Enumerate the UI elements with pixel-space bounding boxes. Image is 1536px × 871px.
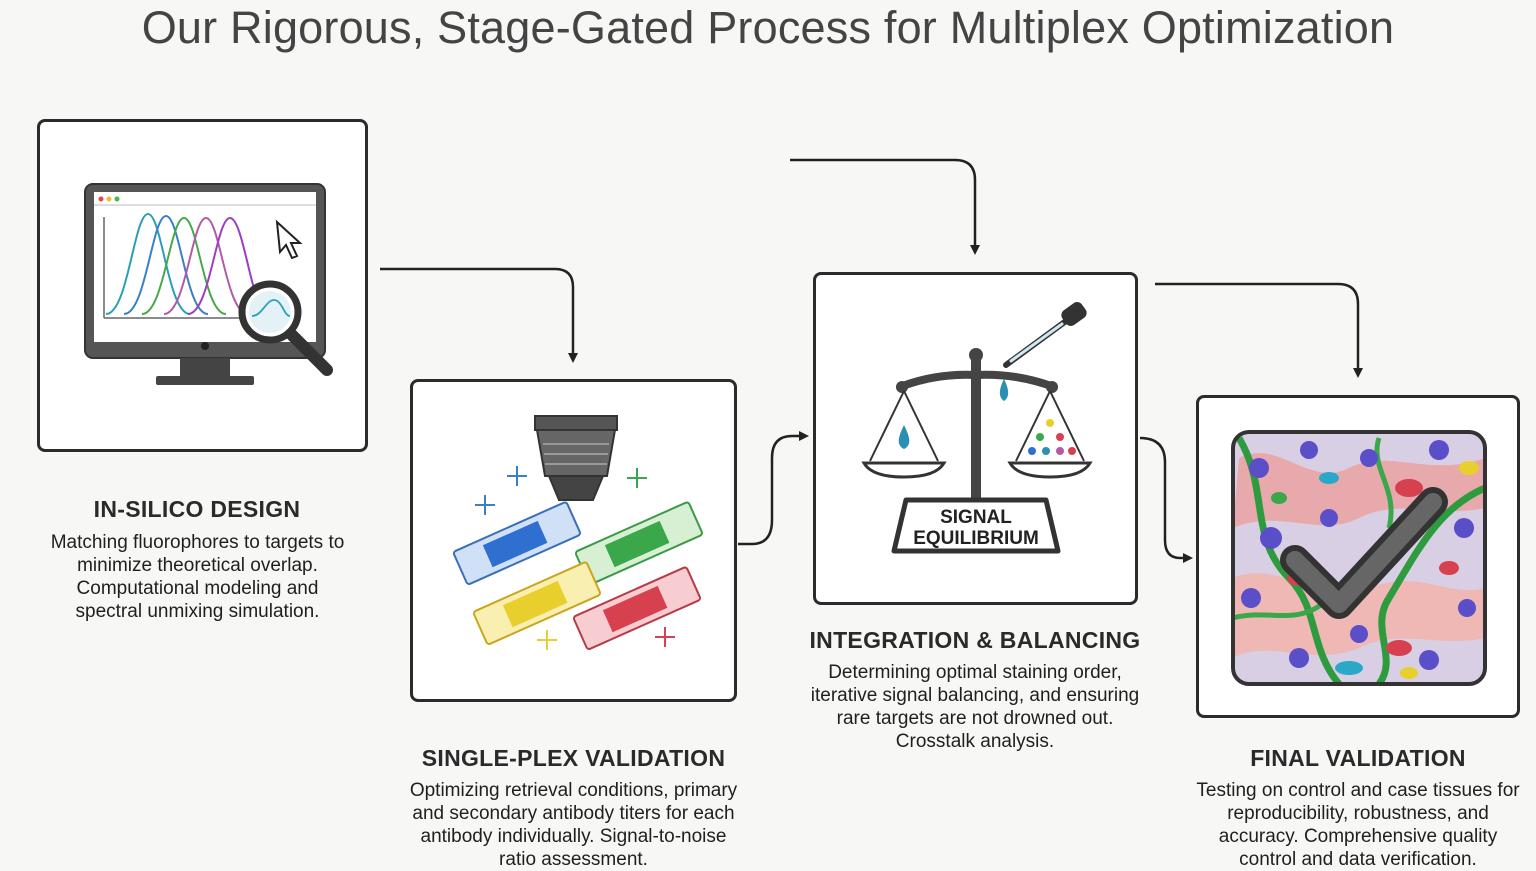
stage-description: Matching fluorophores to targets to mini…	[50, 532, 345, 622]
stage-card-single-plex	[410, 379, 737, 702]
page-title: Our Rigorous, Stage-Gated Process for Mu…	[141, 2, 1395, 53]
arrow-top-to-stage3	[790, 158, 980, 255]
badge-line-signal: SIGNAL	[940, 507, 1012, 528]
arrow-stage3-right	[1155, 282, 1363, 378]
stage-title: INTEGRATION & BALANCING	[809, 627, 1141, 653]
balance-scale-icon: SIGNAL EQUILIBRIUM	[861, 302, 1093, 554]
stage-card-integration: SIGNAL EQUILIBRIUM	[813, 272, 1138, 605]
stage-card-in-silico	[37, 119, 368, 452]
stage-title: SINGLE-PLEX VALIDATION	[421, 745, 726, 771]
monitor-spectra-icon	[84, 183, 333, 385]
tissue-checkmark-icon	[1231, 430, 1487, 686]
arrow-stage1-to-stage2	[380, 267, 578, 363]
arrow-stage2-to-stage3	[738, 431, 809, 546]
stage-description: Optimizing retrieval conditions, primary…	[409, 780, 738, 870]
stage-title: FINAL VALIDATION	[1250, 745, 1466, 771]
stage-card-final-validation	[1196, 395, 1520, 718]
arrow-stage3-to-stage4	[1139, 436, 1193, 563]
microscope-slides-icon	[452, 415, 703, 650]
stage-description: Testing on control and case tissues for …	[1196, 780, 1520, 870]
badge-line-equilibrium: EQUILIBRIUM	[913, 528, 1039, 549]
stage-title: IN-SILICO DESIGN	[93, 496, 301, 522]
stage-description: Determining optimal staining order, iter…	[810, 662, 1140, 752]
